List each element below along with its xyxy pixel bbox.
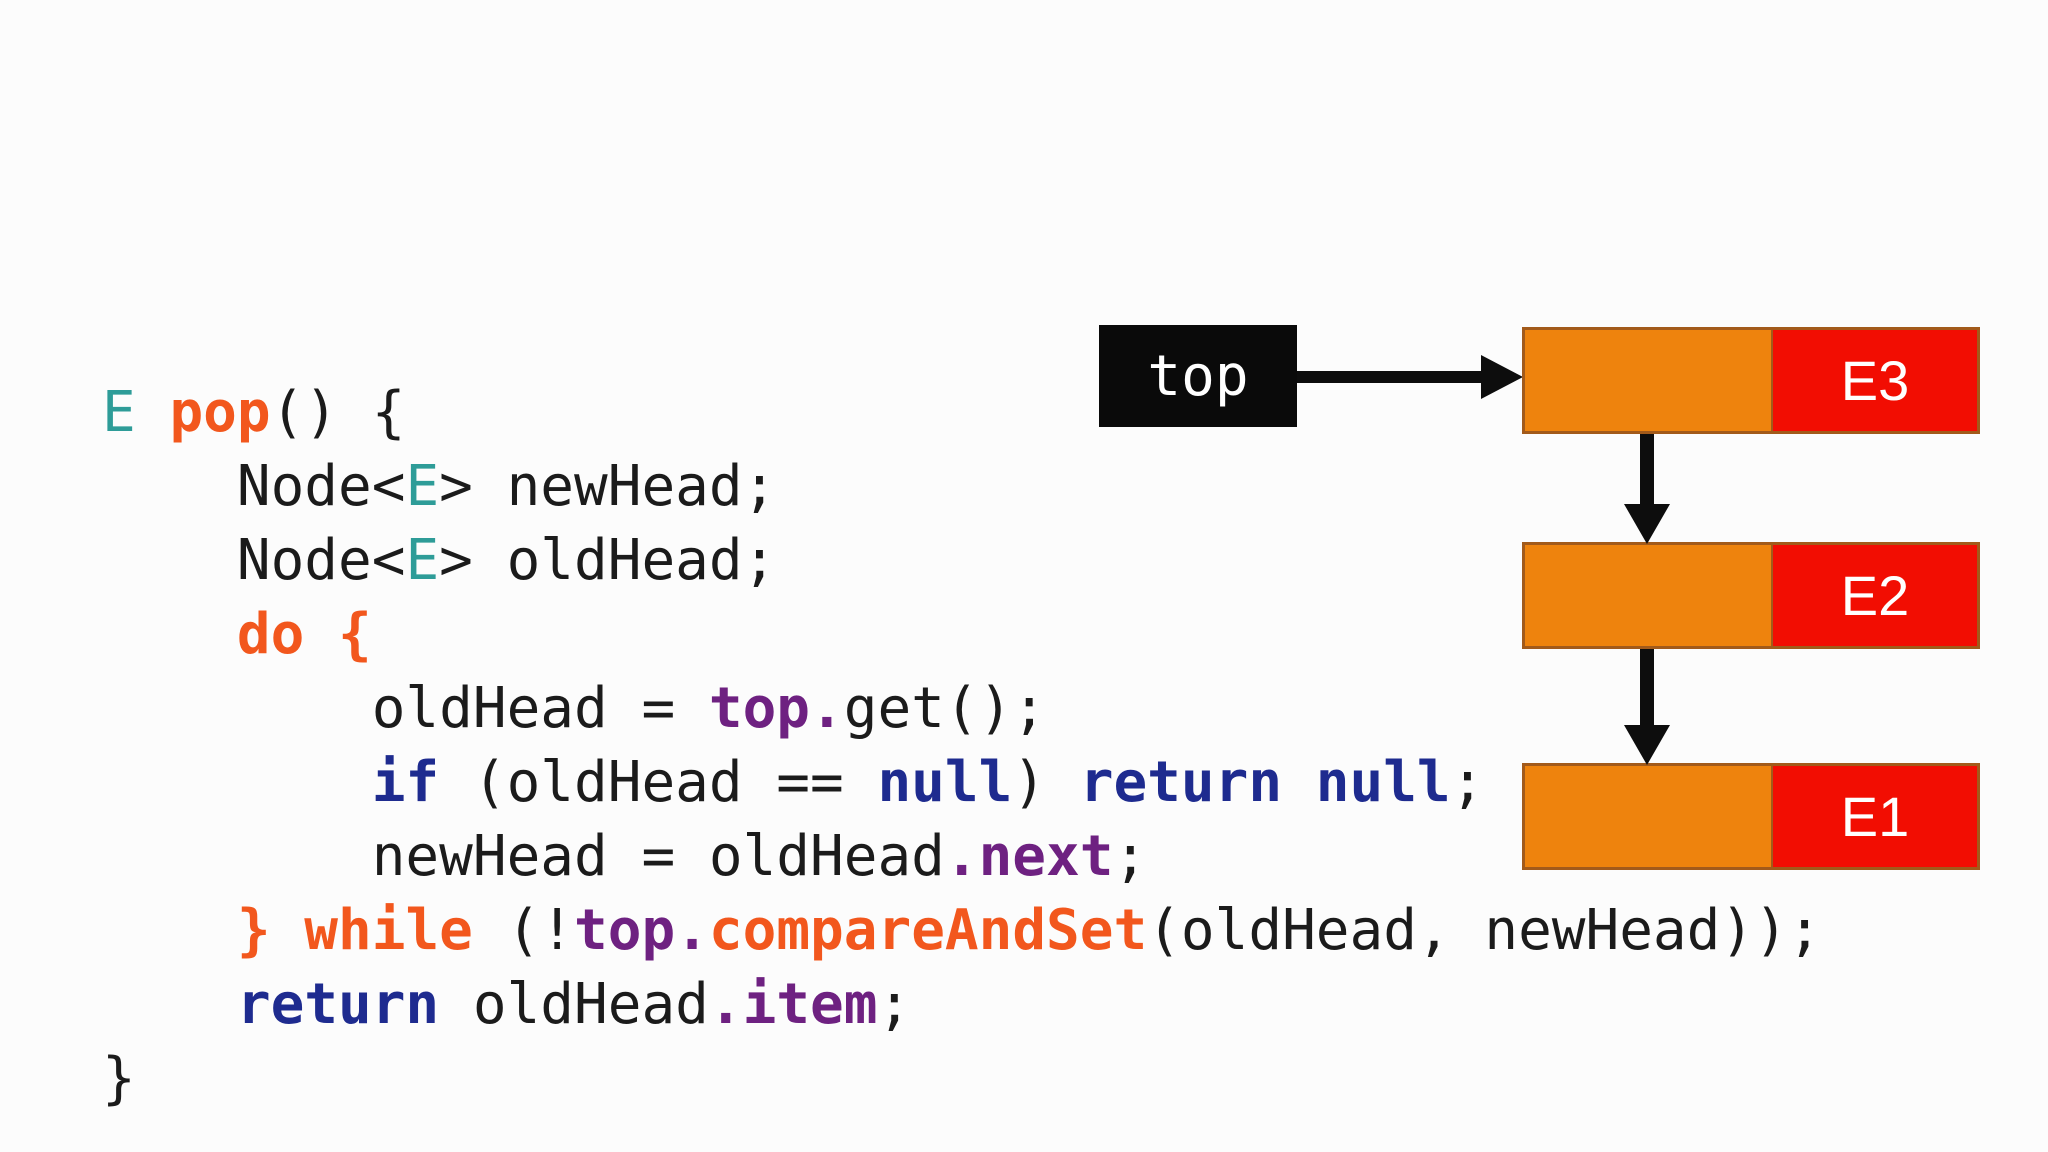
code-line: return oldHead.item; xyxy=(102,968,1822,1042)
next-pointer-arrow-shaft xyxy=(1640,434,1654,506)
code-token: . xyxy=(944,824,979,889)
code-token xyxy=(102,972,237,1037)
code-token xyxy=(271,898,305,963)
code-token: next xyxy=(978,824,1114,889)
code-line: E pop() { xyxy=(102,376,1822,450)
code-line: if (oldHead == null) return null; xyxy=(102,746,1822,820)
code-token: return xyxy=(1079,750,1283,815)
top-pointer-arrowhead-icon xyxy=(1481,355,1523,399)
node-label: E2 xyxy=(1840,564,1910,627)
code-token xyxy=(102,750,372,815)
node-next-cell xyxy=(1525,545,1771,646)
node-value-cell: E1 xyxy=(1771,766,1977,867)
node-label: E1 xyxy=(1840,785,1910,848)
code-token: return xyxy=(236,972,440,1037)
code-token: top xyxy=(708,676,811,741)
code-token: if xyxy=(371,750,440,815)
code-token: { xyxy=(338,602,372,667)
next-pointer-arrowhead-icon xyxy=(1624,504,1670,544)
top-pointer-box: top xyxy=(1099,325,1297,427)
code-token: Node< xyxy=(102,528,406,593)
code-token: E xyxy=(102,380,136,445)
code-token: () { xyxy=(270,380,406,445)
code-token: E xyxy=(405,454,440,519)
code-token: top xyxy=(574,898,676,963)
code-token xyxy=(102,602,237,667)
code-line: oldHead = top.get(); xyxy=(102,672,1822,746)
top-pointer-label: top xyxy=(1147,343,1249,409)
code-line: newHead = oldHead.next; xyxy=(102,820,1822,894)
code-line: Node<E> newHead; xyxy=(102,450,1822,524)
node-value-cell: E2 xyxy=(1771,545,1977,646)
code-token: ; xyxy=(1113,824,1148,889)
node-next-cell xyxy=(1525,330,1771,431)
code-token: do xyxy=(236,602,305,667)
code-token: pop xyxy=(169,380,271,445)
node-label: E3 xyxy=(1840,349,1910,412)
code-token: null xyxy=(877,750,1013,815)
code-token: oldHead xyxy=(439,972,709,1037)
code-token: while xyxy=(304,898,473,963)
code-token xyxy=(1282,750,1316,815)
stack-node: E2 xyxy=(1522,542,1980,649)
code-token: ) xyxy=(1012,750,1080,815)
stack-node: E3 xyxy=(1522,327,1980,434)
stack-node: E1 xyxy=(1522,763,1980,870)
code-token xyxy=(304,602,338,667)
next-pointer-arrowhead-icon xyxy=(1624,725,1670,765)
code-token: compareAndSet xyxy=(708,898,1148,963)
code-token xyxy=(102,898,237,963)
code-token: } xyxy=(236,898,271,963)
code-token: null xyxy=(1315,750,1451,815)
code-token: oldHead = xyxy=(102,676,709,741)
code-token: (oldHead, newHead)); xyxy=(1147,898,1822,963)
code-token: get(); xyxy=(843,676,1047,741)
code-token: (! xyxy=(472,898,575,963)
code-token: newHead = oldHead xyxy=(102,824,945,889)
top-pointer-arrow-shaft xyxy=(1297,371,1483,383)
node-value-cell: E3 xyxy=(1771,330,1977,431)
code-line: do { xyxy=(102,598,1822,672)
code-token: E xyxy=(405,528,440,593)
code-token: . xyxy=(708,972,743,1037)
code-token: > oldHead; xyxy=(439,528,777,593)
code-token: . xyxy=(810,676,844,741)
next-pointer-arrow-shaft xyxy=(1640,649,1654,727)
code-token: (oldHead == xyxy=(439,750,878,815)
code-token: } xyxy=(102,1046,136,1111)
code-token xyxy=(136,380,170,445)
code-token: Node< xyxy=(102,454,406,519)
code-token: > newHead; xyxy=(439,454,777,519)
code-token: item xyxy=(742,972,878,1037)
node-next-cell xyxy=(1525,766,1771,867)
code-line: } while (!top.compareAndSet(oldHead, new… xyxy=(102,894,1822,968)
code-line: Node<E> oldHead; xyxy=(102,524,1822,598)
code-token: ; xyxy=(1450,750,1485,815)
code-block: E pop() { Node<E> newHead; Node<E> oldHe… xyxy=(102,376,1822,1116)
code-line: } xyxy=(102,1042,1822,1116)
code-token: ; xyxy=(877,972,912,1037)
code-token: . xyxy=(675,898,709,963)
